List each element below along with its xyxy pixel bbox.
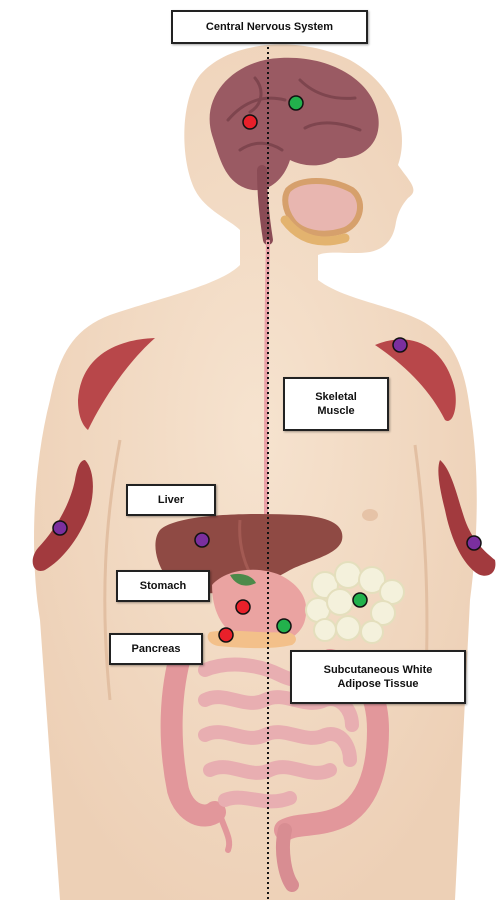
label-skeletal-muscle: Skeletal Muscle <box>283 377 389 431</box>
marker-green-gut <box>277 619 291 633</box>
marker-red-brain <box>243 115 257 129</box>
marker-red-stomach <box>236 600 250 614</box>
marker-red-pancreas <box>219 628 233 642</box>
label-liver: Liver <box>126 484 216 516</box>
marker-green-brain <box>289 96 303 110</box>
marker-purple-right-arm <box>467 536 481 550</box>
label-subcutaneous-white-adipose-tissue: Subcutaneous White Adipose Tissue <box>290 650 466 704</box>
marker-purple-liver <box>195 533 209 547</box>
navel <box>362 509 378 521</box>
marker-purple-right-shoulder <box>393 338 407 352</box>
marker-purple-left-arm <box>53 521 67 535</box>
oral-cavity <box>285 181 360 234</box>
label-pancreas: Pancreas <box>109 633 203 665</box>
marker-green-adipose <box>353 593 367 607</box>
label-stomach: Stomach <box>116 570 210 602</box>
label-central-nervous-system: Central Nervous System <box>171 10 368 44</box>
brainstem <box>262 170 268 240</box>
